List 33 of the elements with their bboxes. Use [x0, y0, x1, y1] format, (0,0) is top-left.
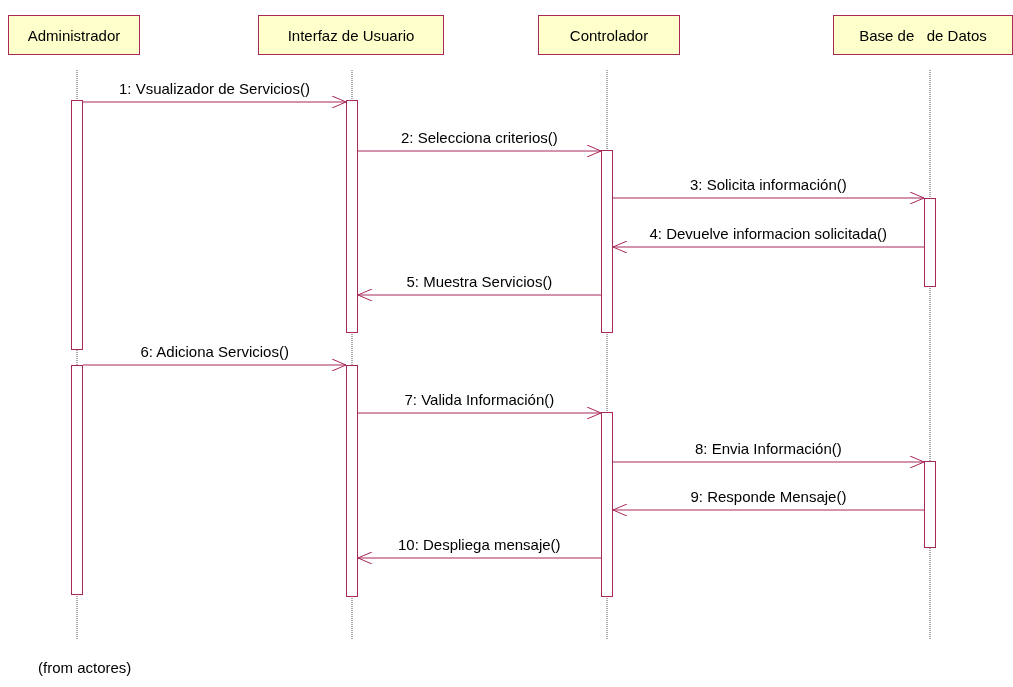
participant-box: Administrador: [8, 15, 140, 55]
message-arrow: [612, 455, 925, 469]
message-label: 8: Envia Información(): [695, 440, 842, 458]
activation-bar: [601, 412, 613, 597]
activation-bar: [71, 100, 83, 350]
activation-bar: [601, 150, 613, 333]
message-arrow: [82, 358, 347, 372]
message-arrow: [357, 406, 602, 420]
message-arrow: [82, 95, 347, 109]
message-label: 5: Muestra Servicios(): [406, 273, 553, 291]
message-arrow: [357, 551, 602, 565]
participant-box: Interfaz de Usuario: [258, 15, 444, 55]
activation-bar: [346, 100, 358, 333]
activation-bar: [71, 365, 83, 595]
message-arrow: [612, 503, 925, 517]
message-label: 6: Adiciona Servicios(): [140, 343, 289, 361]
message-label: 10: Despliega mensaje(): [398, 536, 561, 554]
activation-bar: [346, 365, 358, 597]
activation-bar: [924, 461, 936, 548]
message-label: 7: Valida Información(): [404, 391, 555, 409]
message-arrow: [357, 144, 602, 158]
message-arrow: [612, 240, 925, 254]
message-label: 1: Vsualizador de Servicios(): [119, 80, 310, 98]
message-arrow: [612, 191, 925, 205]
note-text: (from actores): [38, 659, 132, 677]
message-label: 3: Solicita información(): [690, 176, 847, 194]
message-label: 4: Devuelve informacion solicitada(): [649, 225, 888, 243]
activation-bar: [924, 198, 936, 287]
participant-box: Controlador: [538, 15, 680, 55]
message-label: 2: Selecciona criterios(): [401, 129, 558, 147]
message-arrow: [357, 288, 602, 302]
message-label: 9: Responde Mensaje(): [690, 488, 847, 506]
participant-box: Base de de Datos: [833, 15, 1013, 55]
